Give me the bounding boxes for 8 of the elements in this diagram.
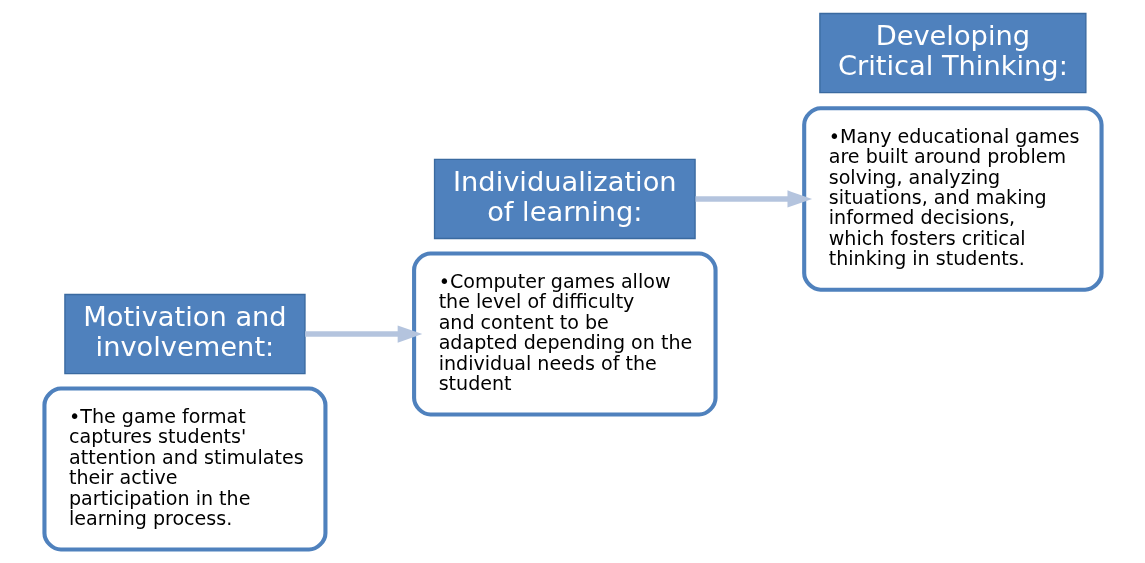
node-box: Motivation and involvement: bbox=[63, 293, 306, 375]
node-box: Individualization of learning: bbox=[433, 158, 696, 240]
node-box: Developing Critical Thinking: bbox=[818, 12, 1087, 94]
arrow bbox=[304, 325, 422, 343]
node-box: •The game format captures students' attention and stimulates their active participation in the learning process. bbox=[41, 386, 327, 552]
arrow bbox=[695, 190, 812, 208]
node-box: •Computer games allow the level of difficulty and content to be adapted depending on the individual needs of the student bbox=[411, 251, 718, 417]
node-box: •Many educational games are built around problem solving, analyzing situations, and making informed decisions, which fosters critical thinking in students. bbox=[801, 106, 1104, 292]
